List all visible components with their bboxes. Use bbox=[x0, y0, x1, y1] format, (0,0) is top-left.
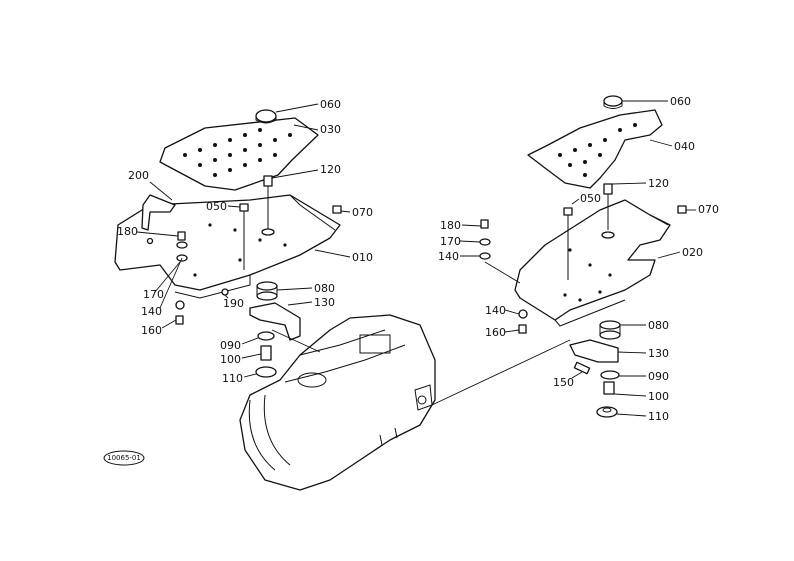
left-knob-060 bbox=[255, 109, 277, 124]
callout-010: 010 bbox=[352, 251, 373, 264]
left-bolt-120 bbox=[261, 175, 275, 236]
right-small-parts bbox=[479, 205, 687, 334]
callout-180-right: 180 bbox=[440, 219, 461, 232]
callout-170-left: 170 bbox=[143, 288, 164, 301]
callout-110-right: 110 bbox=[648, 410, 669, 423]
callout-030: 030 bbox=[320, 123, 341, 136]
right-mount-bracket-130 bbox=[569, 339, 619, 363]
right-mount-lower bbox=[573, 361, 620, 418]
callout-120-right: 120 bbox=[648, 177, 669, 190]
right-bolt-120 bbox=[601, 183, 615, 239]
callout-090-right: 090 bbox=[648, 370, 669, 383]
left-mount-cushion-080 bbox=[256, 281, 278, 301]
transmission-housing bbox=[239, 314, 436, 491]
callout-100-right: 100 bbox=[648, 390, 669, 403]
right-knob-060 bbox=[603, 95, 623, 109]
right-floor-mat-040 bbox=[527, 109, 663, 189]
left-bracket-200 bbox=[141, 194, 176, 231]
callout-070-left: 070 bbox=[352, 206, 373, 219]
left-mount-bracket-130 bbox=[249, 302, 301, 341]
callout-110-left: 110 bbox=[222, 372, 243, 385]
callout-150: 150 bbox=[553, 376, 574, 389]
callout-170-right: 170 bbox=[440, 235, 461, 248]
callout-080-left: 080 bbox=[314, 282, 335, 295]
callout-060-left: 060 bbox=[320, 98, 341, 111]
right-floor-plate-020 bbox=[514, 199, 671, 327]
callout-140-right-lower: 140 bbox=[485, 304, 506, 317]
callout-090-left: 090 bbox=[220, 339, 241, 352]
reference-stamp: 10065-01 bbox=[103, 450, 145, 466]
callout-140-left: 140 bbox=[141, 305, 162, 318]
callout-labels: 060 030 120 200 050 070 180 010 170 190 … bbox=[117, 95, 719, 423]
callout-100-left: 100 bbox=[220, 353, 241, 366]
callout-160-left: 160 bbox=[141, 324, 162, 337]
callout-020: 020 bbox=[682, 246, 703, 259]
callout-050-right: 050 bbox=[580, 192, 601, 205]
callout-120-left: 120 bbox=[320, 163, 341, 176]
right-mount-cushion-080 bbox=[599, 320, 621, 340]
callout-140-right-upper: 140 bbox=[438, 250, 459, 263]
callout-040: 040 bbox=[674, 140, 695, 153]
callout-160-right: 160 bbox=[485, 326, 506, 339]
leader-lines bbox=[136, 100, 696, 417]
left-floor-plate-010 bbox=[114, 194, 341, 299]
callout-050-left: 050 bbox=[206, 200, 227, 213]
callout-180-left: 180 bbox=[117, 225, 138, 238]
left-floor-mat-030 bbox=[159, 117, 319, 191]
callout-200: 200 bbox=[128, 169, 149, 182]
left-mount-lower bbox=[255, 331, 277, 378]
mat-holes-left bbox=[183, 128, 292, 177]
callout-080-right: 080 bbox=[648, 319, 669, 332]
reference-stamp-text: 10065-01 bbox=[107, 454, 141, 462]
callout-060-right: 060 bbox=[670, 95, 691, 108]
left-small-parts bbox=[146, 203, 342, 325]
callout-190: 190 bbox=[223, 297, 244, 310]
callout-130-right: 130 bbox=[648, 347, 669, 360]
callout-070-right: 070 bbox=[698, 203, 719, 216]
callout-130-left: 130 bbox=[314, 296, 335, 309]
